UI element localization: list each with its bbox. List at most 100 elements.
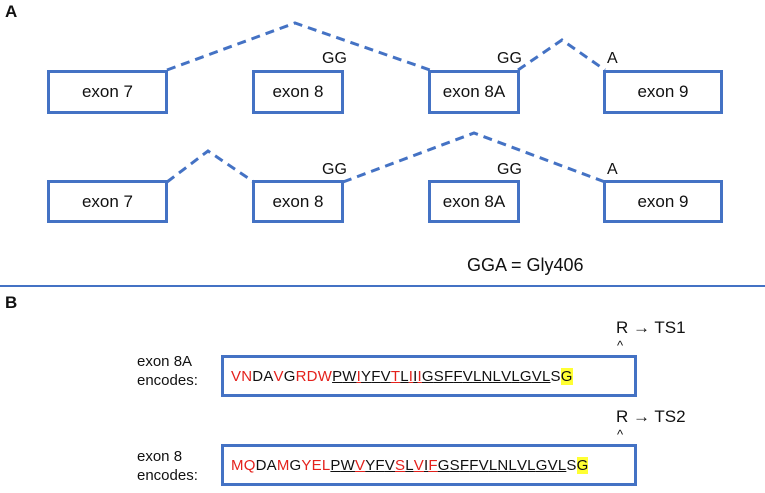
splice-site-label: A [607, 50, 618, 67]
amino-acid-residue: R [295, 367, 307, 385]
amino-acid-residue: G [535, 456, 548, 474]
amino-acid-residue: I [424, 456, 429, 474]
amino-acid-residue: V [273, 367, 284, 385]
amino-acid-residue: V [516, 456, 528, 474]
amino-acid-residue: Q [243, 456, 256, 474]
splice-site-label: GG [497, 161, 522, 178]
splice-site-label: GG [322, 50, 347, 67]
amino-acid-residue: I [413, 367, 418, 385]
amino-acid-residue: P [332, 367, 343, 385]
amino-acid-residue: I [408, 367, 414, 385]
amino-acid-residue: D [252, 367, 264, 385]
amino-acid-residue: L [400, 367, 409, 385]
amino-acid-residue: F [428, 456, 438, 474]
amino-acid-residue: V [547, 456, 558, 474]
cleavage-caret: ^ [617, 427, 624, 442]
exon-8a-label: exon 8A encodes: [137, 352, 198, 390]
exon-box: exon 8A [428, 70, 520, 114]
amino-acid-residue: L [527, 456, 536, 474]
amino-acid-residue: N [497, 456, 509, 474]
amino-acid-residue: A [263, 367, 274, 385]
amino-acid-residue: G [519, 367, 532, 385]
amino-acid-residue: G [289, 456, 302, 474]
amino-acid-residue: W [340, 456, 355, 474]
amino-acid-residue: G [576, 456, 589, 474]
exon-8-label: exon 8 encodes: [137, 447, 198, 485]
ts2-annotation: R → TS2 [616, 407, 686, 426]
amino-acid-residue: M [276, 456, 290, 474]
amino-acid-residue: V [478, 456, 489, 474]
panel-divider [0, 285, 765, 287]
amino-acid-residue: P [330, 456, 341, 474]
amino-acid-residue: N [481, 367, 493, 385]
amino-acid-residue: V [462, 367, 473, 385]
exon-box: exon 7 [47, 180, 168, 223]
amino-acid-residue: A [266, 456, 277, 474]
exon-box: exon 9 [603, 70, 723, 114]
splice-site-label: A [607, 161, 618, 178]
exon-box: exon 9 [603, 180, 723, 223]
amino-acid-residue: D [306, 367, 318, 385]
amino-acid-residue: V [413, 456, 424, 474]
amino-acid-residue: G [283, 367, 296, 385]
amino-acid-residue: Y [301, 456, 312, 474]
amino-acid-residue: F [443, 367, 454, 385]
amino-acid-residue: W [342, 367, 357, 385]
amino-acid-residue: Y [365, 456, 376, 474]
splice-junction-7-8 [166, 149, 255, 184]
splice-junction-8a-9 [517, 38, 606, 72]
codon-note: GGA = Gly406 [467, 255, 584, 275]
exon-box: exon 8A [428, 180, 520, 223]
amino-acid-residue: L [557, 456, 567, 474]
amino-acid-residue: L [508, 456, 517, 474]
amino-acid-residue: V [384, 456, 396, 474]
amino-acid-residue: F [375, 456, 385, 474]
exon-box: exon 8 [252, 180, 344, 223]
amino-acid-residue: L [511, 367, 520, 385]
splice-site-label: GG [322, 161, 347, 178]
cleavage-caret: ^ [617, 338, 624, 353]
amino-acid-residue: I [417, 367, 422, 385]
ts1-annotation: R → TS1 [616, 318, 686, 337]
amino-acid-residue: V [380, 367, 391, 385]
splice-site-label: GG [497, 50, 522, 67]
amino-acid-residue: S [433, 367, 444, 385]
amino-acid-residue: W [317, 367, 333, 385]
splice-junction-8-9 [342, 131, 606, 184]
exon-box: exon 8 [252, 70, 344, 114]
amino-acid-residue: D [255, 456, 267, 474]
exon-box: exon 7 [47, 70, 168, 114]
amino-acid-residue: N [241, 367, 253, 385]
panel-a-label: A [5, 2, 18, 21]
amino-acid-residue: L [405, 456, 414, 474]
amino-acid-residue: V [531, 367, 542, 385]
splice-junction-7-8a [166, 21, 431, 72]
amino-acid-residue: E [311, 456, 322, 474]
amino-acid-residue: L [472, 367, 482, 385]
amino-acid-residue: V [501, 367, 512, 385]
amino-acid-residue: F [459, 456, 470, 474]
amino-acid-residue: G [560, 367, 573, 385]
label-line: encodes: [137, 467, 198, 484]
amino-acid-residue: S [550, 367, 561, 385]
amino-acid-residue: T [390, 367, 401, 385]
label-line: exon 8 [137, 448, 183, 465]
amino-acid-residue: Y [361, 367, 372, 385]
amino-acid-residue: F [453, 367, 463, 385]
amino-acid-residue: L [488, 456, 498, 474]
amino-acid-residue: S [566, 456, 577, 474]
amino-acid-residue: L [492, 367, 502, 385]
amino-acid-residue: L [321, 456, 331, 474]
panel-b-label: B [5, 293, 18, 312]
amino-acid-residue: L [541, 367, 551, 385]
amino-acid-residue: S [395, 456, 406, 474]
amino-acid-residue: V [354, 456, 366, 474]
amino-acid-residue: I [356, 367, 362, 385]
amino-acid-residue: F [371, 367, 381, 385]
amino-acid-residue: M [231, 456, 244, 474]
label-line: encodes: [137, 372, 198, 389]
amino-acid-residue: G [437, 456, 450, 474]
